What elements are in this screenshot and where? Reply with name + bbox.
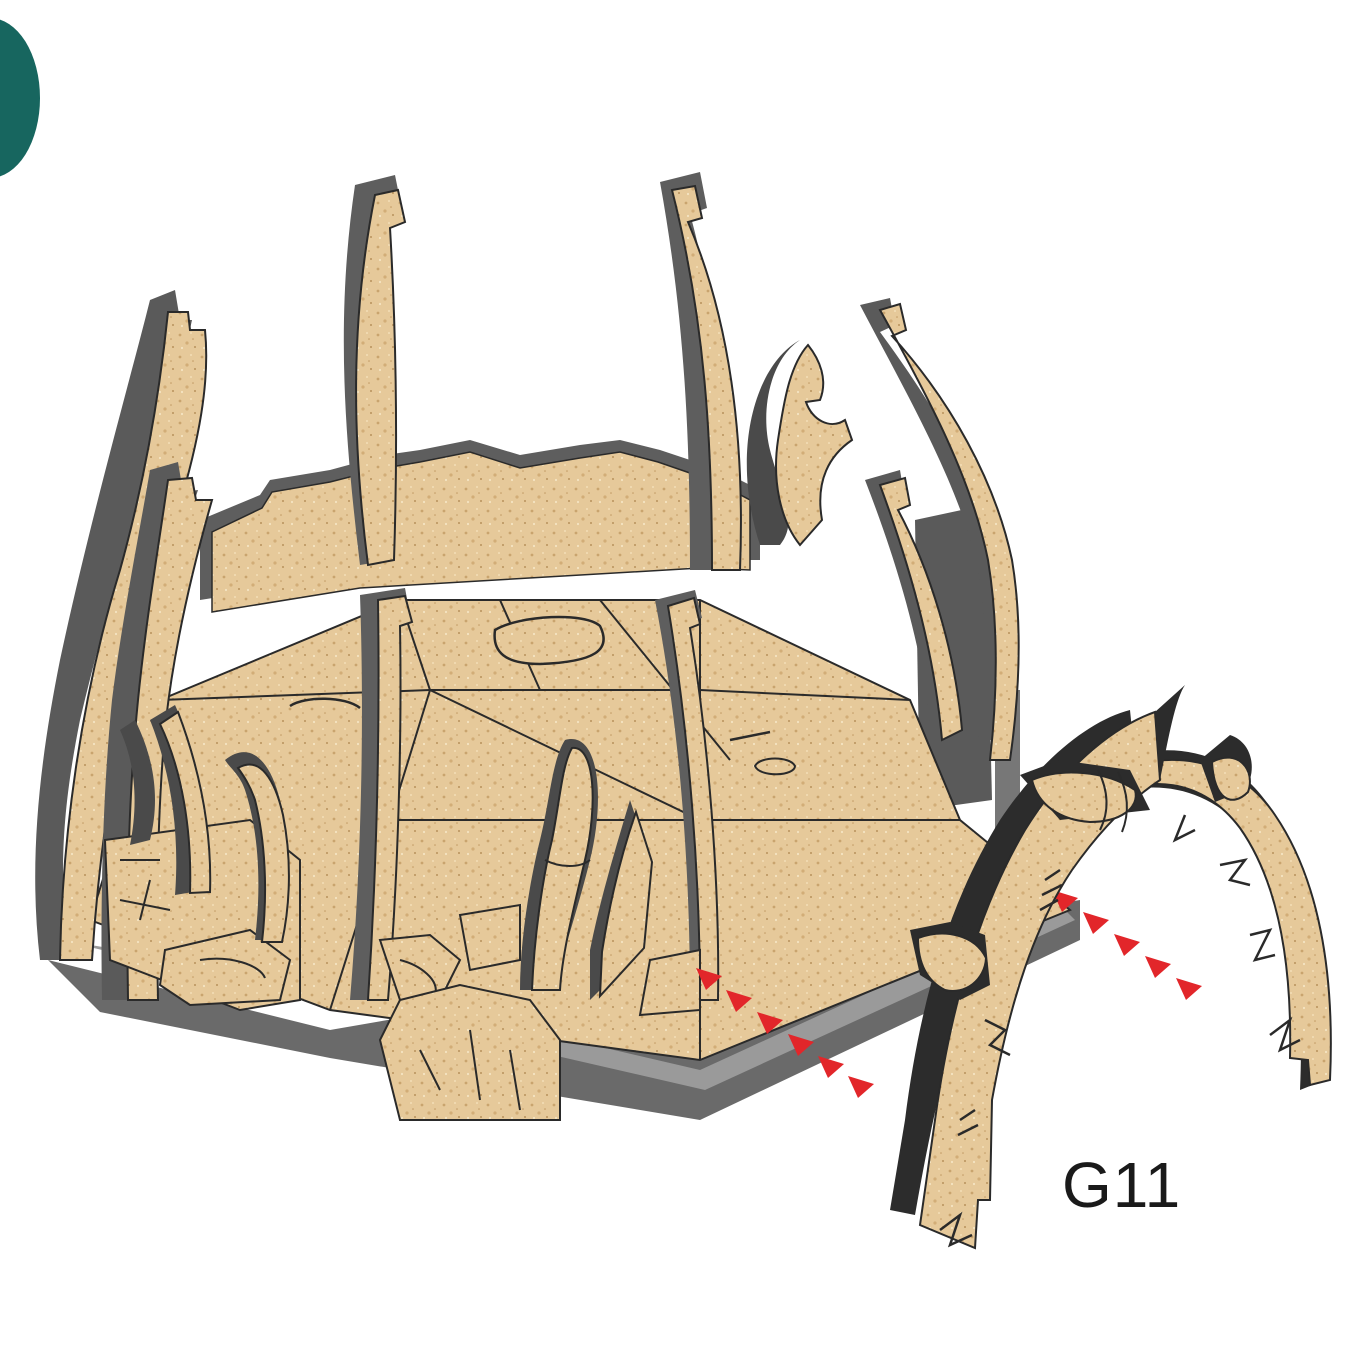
triangle-right-icon bbox=[848, 1076, 874, 1098]
triangle-right-icon bbox=[1145, 956, 1171, 978]
crescent-piece bbox=[747, 340, 852, 545]
triangle-right-icon bbox=[818, 1056, 844, 1078]
triangle-right-icon bbox=[1176, 978, 1202, 1000]
triangle-right-icon bbox=[1083, 912, 1109, 934]
triangle-right-icon bbox=[1114, 934, 1140, 956]
part-label: G11 bbox=[1062, 1148, 1181, 1222]
